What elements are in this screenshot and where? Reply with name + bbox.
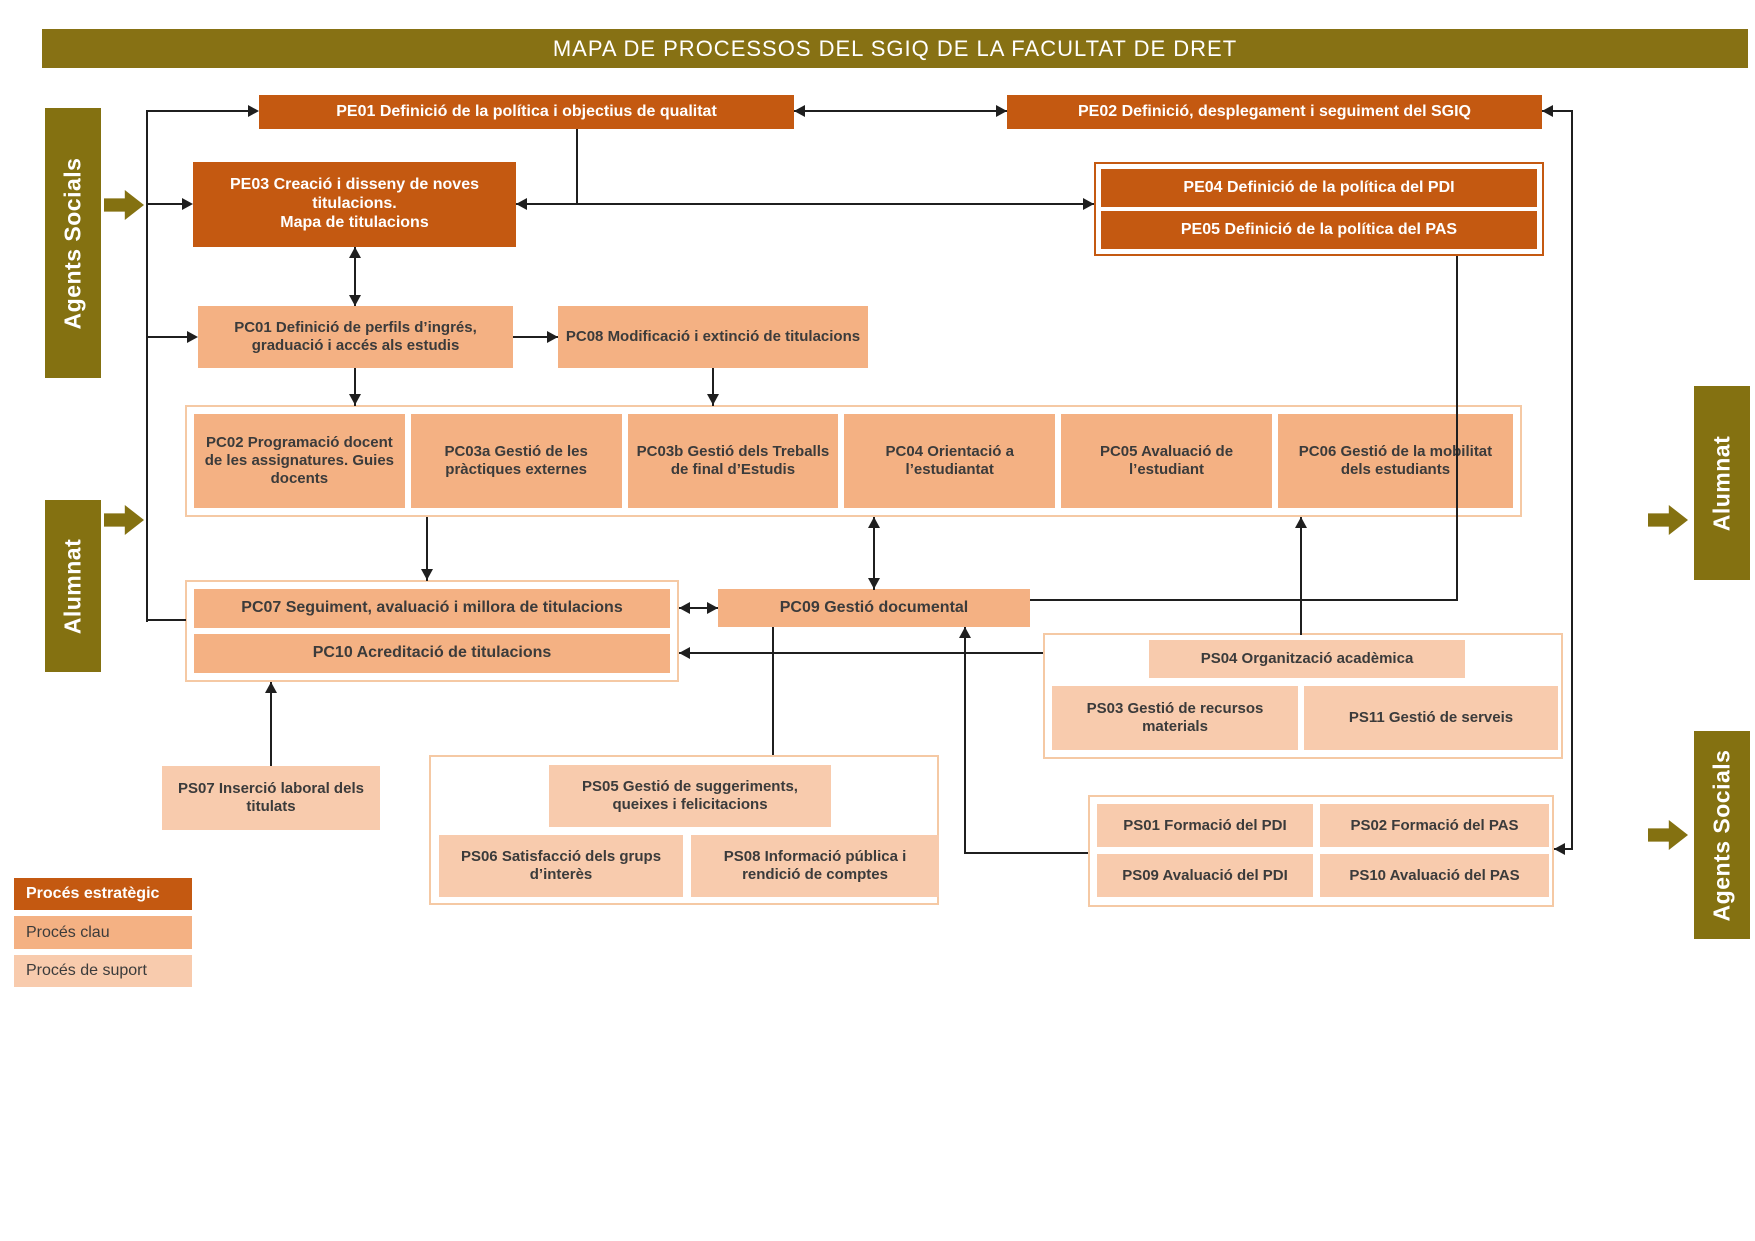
legend-support-process: Procés de suport	[14, 955, 192, 987]
connector-left-trunk	[146, 110, 148, 622]
box-pc03a: PC03a Gestió de les pràctiques externes	[410, 414, 622, 508]
box-pc10: PC10 Acreditació de titulacions	[194, 634, 670, 673]
connector-ps04group-pc10	[679, 652, 1043, 654]
box-pc06: PC06 Gestió de la mobilitat dels estudia…	[1277, 414, 1514, 508]
connector-trunk-to-pe01	[146, 110, 248, 112]
connector-pc01-pcrow	[354, 368, 356, 406]
box-pe05: PE05 Definició de la política del PAS	[1101, 211, 1537, 249]
box-pe04: PE04 Definició de la política del PDI	[1101, 169, 1537, 207]
connector-pe01-pe02	[794, 110, 1007, 112]
group-pe04-pe05: PE04 Definició de la política del PDI PE…	[1094, 162, 1544, 256]
box-pc08: PC08 Modificació i extinció de titulacio…	[558, 306, 868, 368]
chevron-arrow-icon	[1648, 505, 1688, 535]
connector-pc09-right	[1030, 599, 1458, 601]
connector-trunk-to-pc01	[146, 336, 187, 338]
page-title: MAPA DE PROCESSOS DEL SGIQ DE LA FACULTA…	[42, 29, 1748, 68]
group-ps04-ps03-ps11: PS04 Organització acadèmica PS03 Gestió …	[1043, 633, 1563, 759]
box-ps11: PS11 Gestió de serveis	[1304, 686, 1558, 750]
connector-pc01-pc08	[513, 336, 558, 338]
connector-ps01group-pc09-h	[964, 852, 1088, 854]
group-ps05-ps06-ps08: PS05 Gestió de suggeriments, queixes i f…	[429, 755, 939, 905]
arrowhead-into-pcrow-bottom	[868, 517, 880, 528]
arrowhead-into-pcrow-bottom-right	[1295, 517, 1307, 528]
arrowhead-into-pc09-bottom	[959, 627, 971, 638]
arrowhead-into-pe02-right	[1542, 105, 1553, 117]
arrowhead-into-pe02-left	[996, 105, 1007, 117]
arrowhead-into-pe01-right	[794, 105, 805, 117]
connector-pe03-pc01	[354, 247, 356, 306]
band-right-alumnat-label: Alumnat	[1708, 435, 1735, 531]
connector-ps01group-pc09-v	[964, 627, 966, 854]
arrowhead-into-pc01-left	[187, 331, 198, 343]
band-left-alumnat-label: Alumnat	[59, 538, 86, 634]
arrowhead-into-pe03-bottom	[349, 247, 361, 258]
box-ps08: PS08 Informació pública i rendició de co…	[691, 835, 939, 897]
band-right-agents-socials-label: Agents Socials	[1708, 749, 1735, 921]
connector-pe03-pe04	[516, 203, 1094, 205]
box-ps04: PS04 Organització acadèmica	[1149, 640, 1465, 678]
box-ps10: PS10 Avaluació del PAS	[1320, 854, 1549, 897]
band-left-alumnat: Alumnat	[45, 500, 101, 672]
arrowhead-into-pe03-right	[516, 198, 527, 210]
box-pc02: PC02 Programació docent de les assignatu…	[194, 414, 405, 508]
box-ps05: PS05 Gestió de suggeriments, queixes i f…	[549, 765, 831, 827]
legend-key-process: Procés clau	[14, 916, 192, 949]
box-ps03: PS03 Gestió de recursos materials	[1052, 686, 1298, 750]
arrowhead-into-pc09-top	[868, 578, 880, 589]
connector-pcrow-pc07	[426, 517, 428, 581]
arrowhead-into-pcrow-from-pc01	[349, 394, 361, 405]
connector-ps07-pc10	[270, 682, 272, 766]
arrowhead-into-pc01-top	[349, 295, 361, 306]
chevron-arrow-icon	[104, 190, 144, 220]
arrowhead-into-pc10-group-bottom	[265, 682, 277, 693]
box-pc03b: PC03b Gestió dels Treballs de final d’Es…	[627, 414, 839, 508]
band-right-agents-socials: Agents Socials	[1694, 731, 1750, 939]
box-ps02: PS02 Formació del PAS	[1320, 804, 1549, 847]
arrowhead-into-pc09-left	[707, 602, 718, 614]
chevron-arrow-icon	[1648, 820, 1688, 850]
connector-trunk-to-pe03	[146, 203, 182, 205]
box-pe03: PE03 Creació i disseny de noves titulaci…	[193, 162, 516, 247]
connector-pc08-pcrow	[712, 368, 714, 406]
connector-trunk-to-pc07-group	[146, 619, 186, 621]
box-pe02: PE02 Definició, desplegament i seguiment…	[1007, 95, 1542, 129]
group-pc07-pc10: PC07 Seguiment, avaluació i millora de t…	[185, 580, 679, 682]
group-ps01-ps02-ps09-ps10: PS01 Formació del PDI PS02 Formació del …	[1088, 795, 1554, 907]
box-pc01: PC01 Definició de perfils d’ingrés, grad…	[198, 306, 513, 368]
box-ps07: PS07 Inserció laboral dels titulats	[162, 766, 380, 830]
connector-ps05group-pc09	[772, 627, 774, 755]
band-left-agents-socials: Agents Socials	[45, 108, 101, 378]
chevron-arrow-icon	[104, 505, 144, 535]
box-pc09: PC09 Gestió documental	[718, 589, 1030, 627]
arrowhead-into-pe01-left	[248, 105, 259, 117]
arrowhead-into-pcrow-from-pc08	[707, 394, 719, 405]
connector-pe04group-down	[1456, 256, 1458, 601]
arrowhead-into-pe04-group	[1083, 198, 1094, 210]
box-pe01: PE01 Definició de la política i objectiu…	[259, 95, 794, 129]
arrowhead-into-pc07-right	[679, 602, 690, 614]
band-left-agents-socials-label: Agents Socials	[59, 157, 86, 329]
legend-strategic-process: Procés estratègic	[14, 878, 192, 910]
box-ps09: PS09 Avaluació del PDI	[1097, 854, 1313, 897]
connector-right-trunk	[1571, 110, 1573, 850]
connector-pc07-pc09	[679, 607, 718, 609]
connector-ps04group-pcrow	[1300, 517, 1302, 635]
connector-pcrow-pc09	[873, 517, 875, 590]
connector-pe01-down	[576, 129, 578, 205]
arrowhead-into-pe03-left	[182, 198, 193, 210]
box-ps06: PS06 Satisfacció dels grups d’interès	[439, 835, 683, 897]
box-pc05: PC05 Avaluació de l’estudiant	[1061, 414, 1272, 508]
arrowhead-into-pc08-left	[547, 331, 558, 343]
box-pc04: PC04 Orientació a l’estudiantat	[844, 414, 1056, 508]
arrowhead-into-pc07-top	[421, 569, 433, 580]
band-right-alumnat: Alumnat	[1694, 386, 1750, 580]
group-pc-row: PC02 Programació docent de les assignatu…	[185, 405, 1522, 517]
arrowhead-into-ps01group-right	[1554, 843, 1565, 855]
arrowhead-into-pc10-right	[679, 647, 690, 659]
connector-right-trunk-top	[1542, 110, 1573, 112]
box-ps01: PS01 Formació del PDI	[1097, 804, 1313, 847]
box-pc07: PC07 Seguiment, avaluació i millora de t…	[194, 589, 670, 628]
